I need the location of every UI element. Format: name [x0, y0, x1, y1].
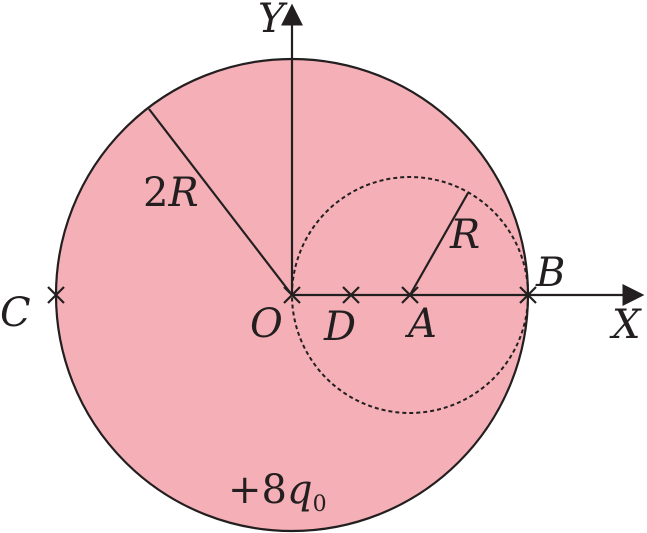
point-b-marker: [519, 286, 537, 304]
point-a-marker: [401, 286, 419, 304]
x-axis-label: X: [609, 302, 642, 348]
point-c-label: C: [0, 290, 31, 336]
small-radius-label: R: [449, 212, 480, 258]
point-d-label: D: [323, 304, 356, 350]
point-a-label: A: [404, 301, 437, 347]
charge-label: +8q0: [228, 467, 327, 517]
small-radius-line: [409, 192, 469, 296]
point-b-label: B: [535, 250, 565, 296]
origin-label: O: [250, 301, 283, 347]
point-o-marker: [283, 286, 301, 304]
y-axis-label: Y: [258, 0, 288, 42]
large-radius-line: [148, 108, 293, 296]
point-c-marker: [47, 286, 65, 304]
big-radius-label: 2R: [143, 170, 199, 216]
point-d-marker: [342, 286, 360, 304]
